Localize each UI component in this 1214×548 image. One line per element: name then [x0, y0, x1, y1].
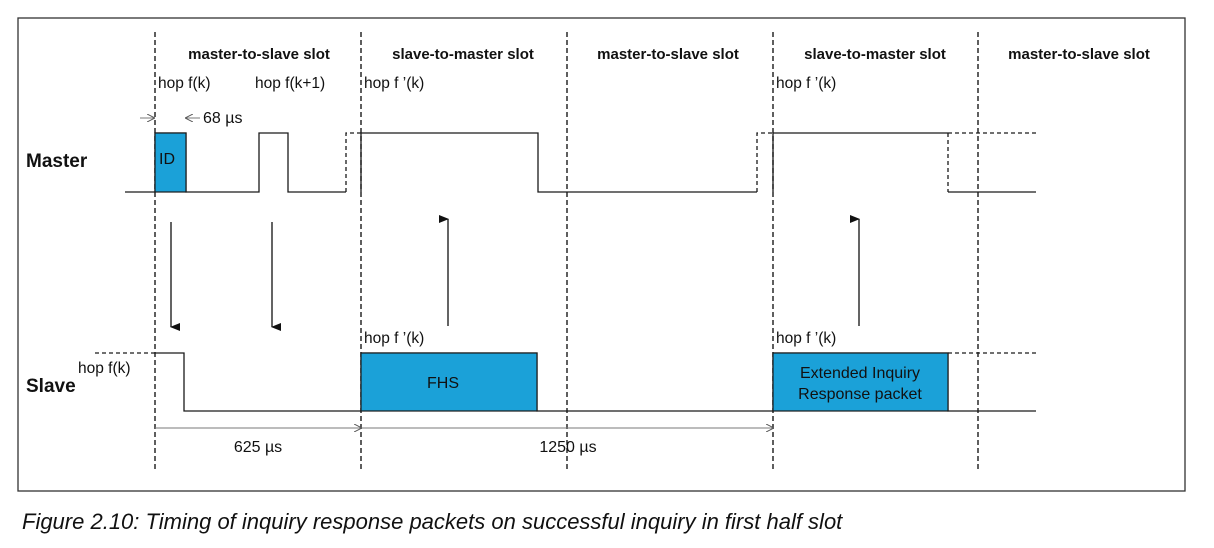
slot-label-2: slave-to-master slot: [392, 46, 534, 63]
eir-packet: [772, 352, 949, 412]
id-packet: [154, 132, 187, 193]
slot-label-3: master-to-slave slot: [597, 46, 739, 63]
master-hop-fprime-2: hop f ’(k): [776, 75, 836, 92]
eir-packet-label-line1: Extended Inquiry: [800, 365, 920, 382]
master-hop-fk1: hop f(k+1): [255, 75, 325, 92]
master-signal-dashed: [345, 132, 1036, 192]
slave-hop-fprime-1: hop f ’(k): [364, 330, 424, 347]
master-signal: [125, 132, 1036, 193]
slave-row-label: Slave: [26, 376, 76, 397]
id-packet-label: ID: [159, 151, 175, 168]
eir-packet-label-line2: Response packet: [798, 386, 922, 403]
figure-caption: Figure 2.10: Timing of inquiry response …: [22, 509, 843, 534]
slot-label-1: master-to-slave slot: [188, 46, 330, 63]
diagram-frame: [17, 17, 1186, 492]
slot-label-4: slave-to-master slot: [804, 46, 946, 63]
master-hop-fprime-1: hop f ’(k): [364, 75, 424, 92]
master-hop-fk: hop f(k): [158, 75, 211, 92]
fhs-packet-label: FHS: [427, 375, 459, 392]
master-row-label: Master: [26, 151, 88, 172]
slot-1250-label: 1250 µs: [539, 439, 596, 456]
slot-625-label: 625 µs: [234, 439, 282, 456]
slave-hop-fprime-2: hop f ’(k): [776, 330, 836, 347]
slave-hop-fk: hop f(k): [78, 360, 131, 377]
slot-label-5: master-to-slave slot: [1008, 46, 1150, 63]
id-offset-label: 68 µs: [203, 110, 242, 127]
fhs-packet: [360, 352, 538, 412]
